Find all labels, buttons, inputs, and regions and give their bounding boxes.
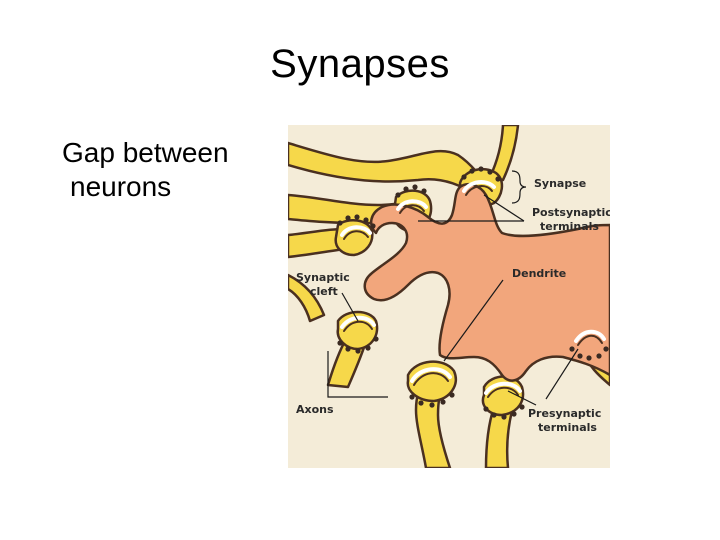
label-presynaptic-1: Presynaptic	[528, 407, 601, 420]
label-synaptic-cleft-2: cleft	[310, 285, 338, 298]
synapse-illustration: Synapse Postsynaptic terminals Dendrite …	[288, 125, 610, 468]
slide-title: Synapses	[0, 42, 720, 87]
label-synaptic-cleft-1: Synaptic	[296, 271, 350, 284]
bullet-text-rest: between	[115, 137, 229, 168]
label-axons: Axons	[296, 403, 334, 416]
label-postsynaptic-1: Postsynaptic	[532, 206, 610, 219]
bullet-line2: neurons	[62, 170, 229, 204]
synapse-diagram-svg: Synapse Postsynaptic terminals Dendrite …	[288, 125, 610, 468]
label-presynaptic-2: terminals	[538, 421, 597, 434]
label-dendrite: Dendrite	[512, 267, 566, 280]
label-synapse: Synapse	[534, 177, 586, 190]
bullet-keyword: Gap	[62, 137, 115, 168]
bullet-text: Gap between neurons	[62, 136, 229, 204]
label-postsynaptic-2: terminals	[540, 220, 599, 233]
